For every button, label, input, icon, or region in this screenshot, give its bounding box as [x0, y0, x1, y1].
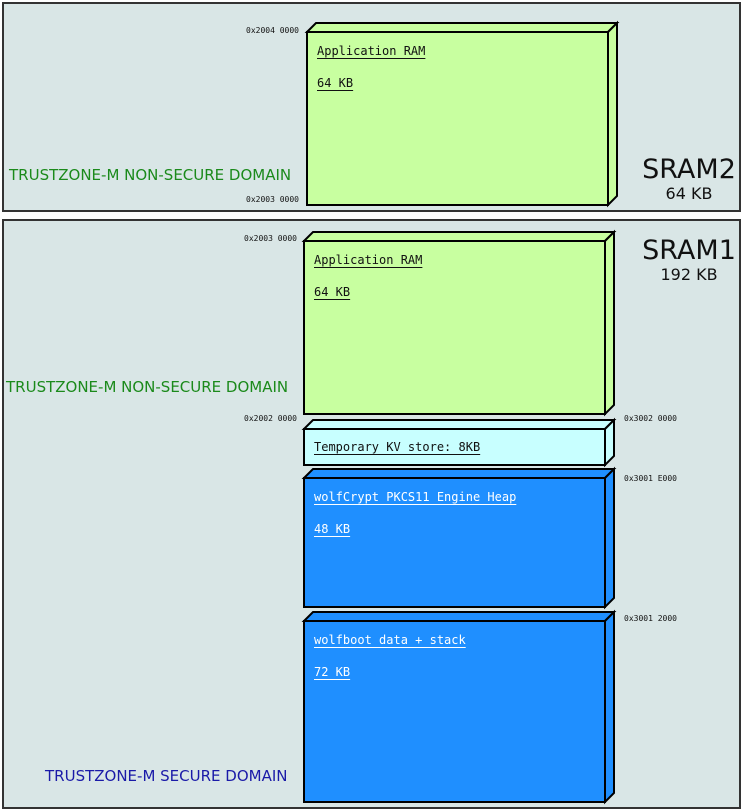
box-top-face: [301, 231, 617, 242]
wolfcrypt-pkcs11-heap-title: wolfCrypt PKCS11 Engine Heap: [314, 490, 517, 504]
wolfboot-data-stack-size: 72 KB: [314, 665, 351, 679]
box-side-face: [604, 229, 615, 417]
sram1-application-ram-title: Application RAM: [314, 253, 423, 267]
temporary-kv-store-title: Temporary KV store: 8KB: [314, 440, 481, 454]
wolfboot-data-stack-title: wolfboot data + stack: [314, 633, 466, 647]
box-side-face: [604, 609, 615, 805]
sram2-address-bottom: 0x2003 0000: [246, 195, 299, 204]
sram1-name: SRAM1: [642, 235, 736, 266]
sram2-size: 64 KB: [665, 184, 713, 203]
sram2-title: SRAM2 64 KB: [634, 155, 744, 203]
sram1-address-boot: 0x3001 2000: [624, 614, 677, 623]
box-front-face: [303, 240, 606, 415]
box-side-face: [604, 417, 615, 468]
box-top-face: [301, 468, 617, 479]
sram2-name: SRAM2: [642, 154, 736, 185]
box-top-face: [304, 22, 620, 33]
sram2-application-ram-title: Application RAM: [317, 44, 426, 58]
sram1-address-heap: 0x3001 E000: [624, 474, 677, 483]
box-front-face: [303, 428, 606, 466]
sram1-non-secure-domain-label: TRUSTZONE-M NON-SECURE DOMAIN: [6, 378, 289, 396]
box-top-face: [301, 419, 617, 430]
temporary-kv-store-block: Temporary KV store: 8KB: [301, 417, 617, 468]
wolfcrypt-pkcs11-heap-block: wolfCrypt PKCS11 Engine Heap 48 KB: [301, 466, 617, 610]
sram1-size: 192 KB: [660, 265, 718, 284]
box-front-face: [303, 477, 606, 608]
sram2-non-secure-domain-label: TRUSTZONE-M NON-SECURE DOMAIN: [9, 166, 292, 184]
wolfboot-data-stack-block: wolfboot data + stack 72 KB: [301, 609, 617, 805]
sram1-address-mid: 0x2002 0000: [244, 414, 297, 423]
sram2-application-ram-block: Application RAM 64 KB: [304, 20, 620, 208]
sram1-application-ram-block: Application RAM 64 KB: [301, 229, 617, 417]
sram2-application-ram-size: 64 KB: [317, 76, 354, 90]
wolfcrypt-pkcs11-heap-size: 48 KB: [314, 522, 351, 536]
sram1-secure-domain-label: TRUSTZONE-M SECURE DOMAIN: [45, 767, 288, 785]
box-front-face: [303, 620, 606, 803]
sram1-application-ram-size: 64 KB: [314, 285, 351, 299]
sram1-address-kv: 0x3002 0000: [624, 414, 677, 423]
box-side-face: [607, 20, 618, 208]
box-top-face: [301, 611, 617, 622]
sram1-title: SRAM1 192 KB: [634, 236, 744, 284]
box-front-face: [306, 31, 609, 206]
box-side-face: [604, 466, 615, 610]
sram1-address-top: 0x2003 0000: [244, 234, 297, 243]
sram2-address-top: 0x2004 0000: [246, 26, 299, 35]
